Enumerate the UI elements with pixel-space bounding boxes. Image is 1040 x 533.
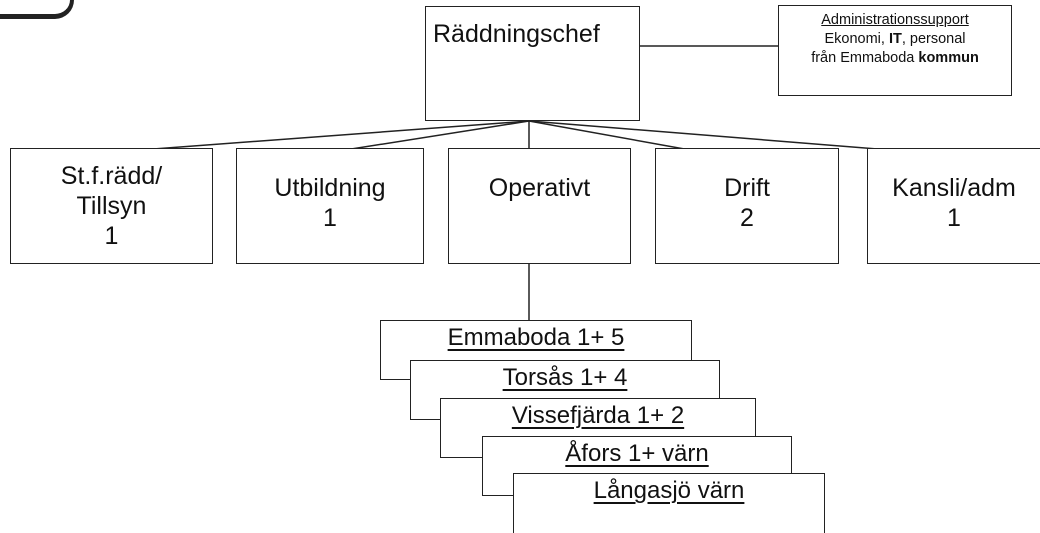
support-line-1: Ekonomi, IT, personal bbox=[779, 30, 1011, 49]
connector-chief-dept-1 bbox=[139, 120, 530, 151]
dept-name: Operativt bbox=[488, 174, 591, 202]
dept-name: St.f.rädd/ bbox=[60, 162, 163, 190]
dept-box-operativt: Operativt bbox=[448, 148, 631, 264]
station-box-langasjo: Långasjö värn bbox=[513, 473, 825, 533]
dept-count: 1 bbox=[947, 204, 961, 232]
dept-count: 1 bbox=[323, 204, 337, 232]
chief-label: Räddningschef bbox=[433, 20, 600, 48]
support-line-1-bold: IT bbox=[888, 31, 902, 47]
org-chart-connectors bbox=[139, 45, 891, 320]
connector-chief-dept-2 bbox=[344, 120, 530, 151]
dept-name: Utbildning bbox=[274, 174, 386, 202]
chief-box: Räddningschef bbox=[425, 6, 640, 121]
station-label: Åfors 1+ värn bbox=[565, 440, 709, 467]
connector-chief-dept-5 bbox=[528, 120, 891, 151]
dept-name-line-2: Tillsyn bbox=[76, 192, 147, 220]
station-label: Vissefjärda 1+ 2 bbox=[511, 402, 685, 429]
support-line-2-pre: från Emmaboda bbox=[811, 50, 919, 66]
dept-name: Kansli/adm bbox=[892, 174, 1016, 202]
station-label: Torsås 1+ 4 bbox=[502, 364, 628, 391]
support-title: Administrationssupport bbox=[821, 12, 969, 28]
station-label: Emmaboda 1+ 5 bbox=[447, 324, 625, 351]
dept-box-utbildning: Utbildning 1 bbox=[236, 148, 424, 264]
support-line-2-bold: kommun bbox=[918, 50, 979, 66]
admin-support-box: Administrationssupport Ekonomi, IT, pers… bbox=[778, 5, 1012, 96]
dept-box-stf-radd: St.f.rädd/ Tillsyn 1 bbox=[10, 148, 213, 264]
support-line-1-post: , personal bbox=[901, 31, 966, 47]
dept-box-kansli: Kansli/adm 1 bbox=[867, 148, 1040, 264]
dept-count: 1 bbox=[104, 222, 119, 250]
station-label: Långasjö värn bbox=[593, 477, 745, 504]
dept-box-drift: Drift 2 bbox=[655, 148, 839, 264]
dept-name: Drift bbox=[724, 174, 770, 202]
dept-count: 2 bbox=[740, 204, 754, 232]
connector-chief-dept-4 bbox=[528, 120, 691, 151]
support-line-2: från Emmaboda kommun bbox=[779, 49, 1011, 68]
support-line-1-pre: Ekonomi, bbox=[824, 31, 889, 47]
